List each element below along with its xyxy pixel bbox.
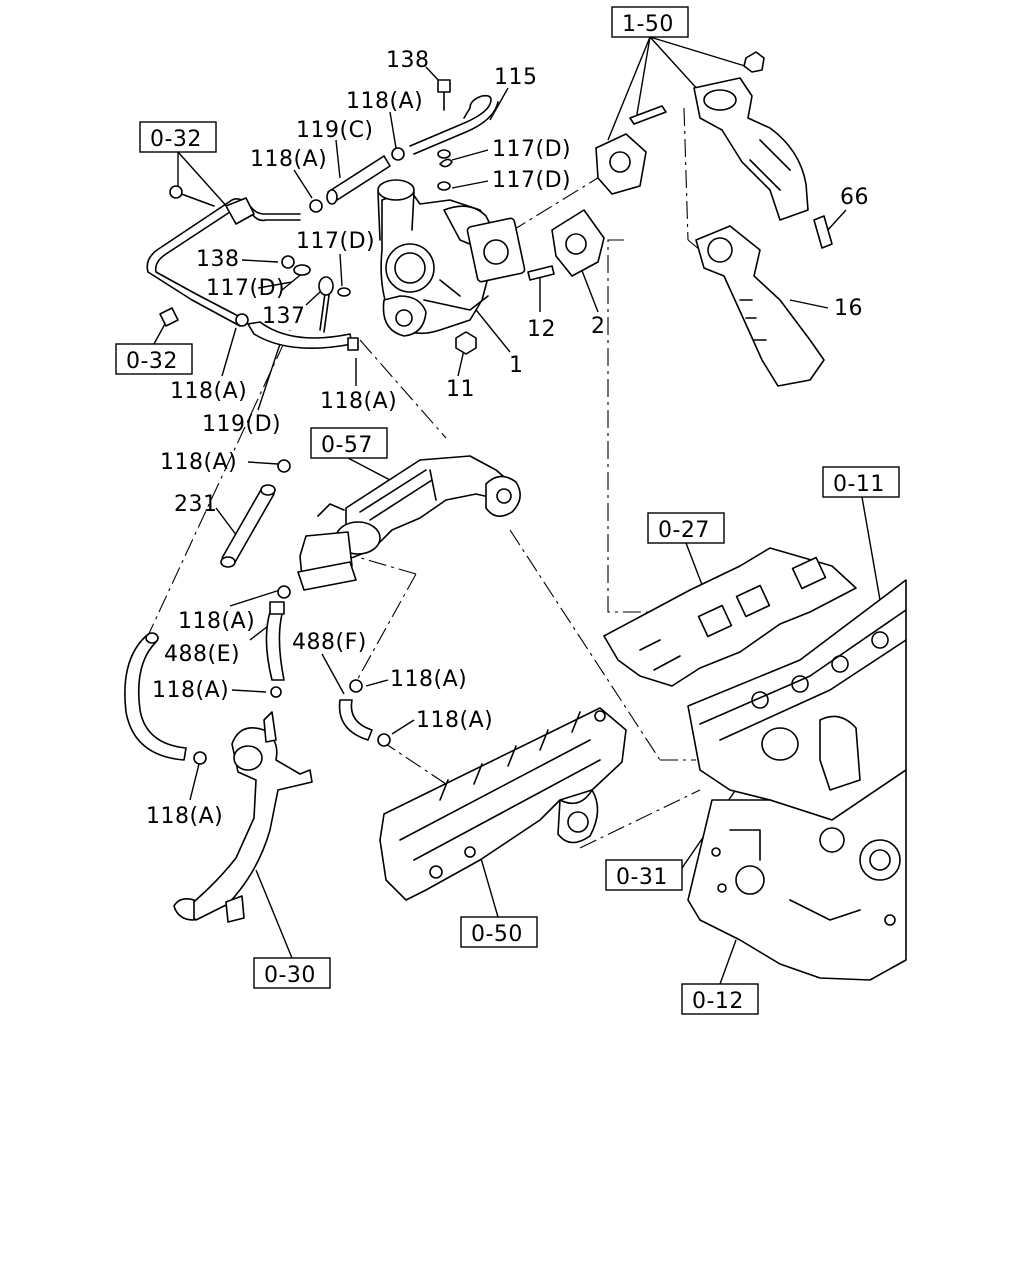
- gasket-2[interactable]: [551, 209, 605, 277]
- callout-16[interactable]: 16: [834, 296, 863, 321]
- hose-488f[interactable]: [338, 679, 391, 747]
- water-pipe-0-30[interactable]: [173, 711, 313, 923]
- ref-box-0-11[interactable]: 0-11: [822, 466, 900, 498]
- exhaust-gasket-1-50[interactable]: [595, 51, 765, 195]
- callout-138-mid[interactable]: 138: [196, 247, 240, 272]
- ref-label: 0-27: [658, 518, 710, 543]
- turbocharger[interactable]: [377, 179, 526, 337]
- callout-118a[interactable]: 118(A): [170, 379, 247, 404]
- exhaust-pipe-1-50[interactable]: [693, 77, 809, 221]
- callout-117d[interactable]: 117(D): [492, 168, 571, 193]
- stud-12[interactable]: [527, 265, 555, 281]
- ref-label: 0-11: [833, 472, 885, 497]
- ref-label: 0-31: [616, 865, 668, 890]
- ref-box-0-32-top[interactable]: 0-32: [139, 121, 217, 153]
- callout-118a[interactable]: 118(A): [160, 450, 237, 475]
- callout-488f[interactable]: 488(F): [292, 630, 367, 655]
- callout-2[interactable]: 2: [591, 314, 606, 339]
- hose-119d[interactable]: [235, 313, 359, 351]
- hose-231[interactable]: [220, 459, 291, 568]
- callout-118a[interactable]: 118(A): [346, 89, 423, 114]
- callout-115[interactable]: 115: [494, 65, 538, 90]
- ref-label: 0-50: [471, 922, 523, 947]
- callout-118a[interactable]: 118(A): [250, 147, 327, 172]
- ref-label: 0-32: [126, 349, 178, 374]
- callout-118a[interactable]: 118(A): [146, 804, 223, 829]
- callout-118a[interactable]: 118(A): [416, 708, 493, 733]
- callout-12[interactable]: 12: [527, 317, 556, 342]
- callout-118a[interactable]: 118(A): [178, 609, 255, 634]
- callout-119d[interactable]: 119(D): [202, 412, 281, 437]
- ref-box-0-27[interactable]: 0-27: [647, 512, 725, 544]
- ref-label: 0-12: [692, 989, 744, 1014]
- ref-box-0-31[interactable]: 0-31: [605, 859, 683, 891]
- ref-label: 0-30: [264, 963, 316, 988]
- ref-label: 1-50: [622, 12, 674, 37]
- ref-box-0-30[interactable]: 0-30: [253, 957, 331, 989]
- callout-138-top[interactable]: 138: [386, 48, 430, 73]
- ref-box-1-50[interactable]: 1-50: [611, 6, 689, 38]
- intake-manifold-0-50[interactable]: [379, 707, 627, 901]
- cylinder-head-0-11[interactable]: [687, 579, 907, 821]
- callout-231[interactable]: 231: [174, 492, 218, 517]
- long-hose[interactable]: [124, 632, 207, 765]
- ref-box-0-57[interactable]: 0-57: [310, 427, 388, 459]
- callout-117d[interactable]: 117(D): [492, 137, 571, 162]
- cylinder-block-0-12[interactable]: [687, 769, 907, 981]
- hose-488e[interactable]: [265, 585, 291, 698]
- stud-66[interactable]: [813, 215, 833, 249]
- hose-119c[interactable]: [309, 147, 405, 213]
- connection-lines: [145, 107, 701, 849]
- callout-labels: 138 115 118(A) 119(C) 117(D) 118(A) 117(…: [146, 48, 869, 829]
- callout-66[interactable]: 66: [840, 185, 869, 210]
- coolant-pipe-0-32[interactable]: [146, 185, 301, 327]
- exhaust-manifold-0-27[interactable]: [603, 547, 857, 687]
- callout-1[interactable]: 1: [509, 353, 524, 378]
- ref-box-0-50[interactable]: 0-50: [460, 916, 538, 948]
- exhaust-pipe-16[interactable]: [695, 225, 825, 387]
- callout-119c[interactable]: 119(C): [296, 118, 374, 143]
- ref-label: 0-32: [150, 127, 202, 152]
- oil-pipe-137[interactable]: [281, 255, 351, 333]
- ref-box-0-12[interactable]: 0-12: [681, 983, 759, 1015]
- callout-117d[interactable]: 117(D): [206, 276, 285, 301]
- callout-11[interactable]: 11: [446, 377, 475, 402]
- callout-117d[interactable]: 117(D): [296, 229, 375, 254]
- nut-11[interactable]: [455, 331, 477, 355]
- ref-box-0-32-bottom[interactable]: 0-32: [115, 343, 193, 375]
- callout-137[interactable]: 137: [262, 304, 306, 329]
- callout-118a[interactable]: 118(A): [320, 389, 397, 414]
- ref-label: 0-57: [321, 433, 373, 458]
- callout-118a[interactable]: 118(A): [390, 667, 467, 692]
- egr-cooler-0-57[interactable]: [297, 455, 521, 591]
- oil-pipe-115[interactable]: [409, 79, 499, 191]
- callout-118a[interactable]: 118(A): [152, 678, 229, 703]
- callout-488e[interactable]: 488(E): [164, 642, 240, 667]
